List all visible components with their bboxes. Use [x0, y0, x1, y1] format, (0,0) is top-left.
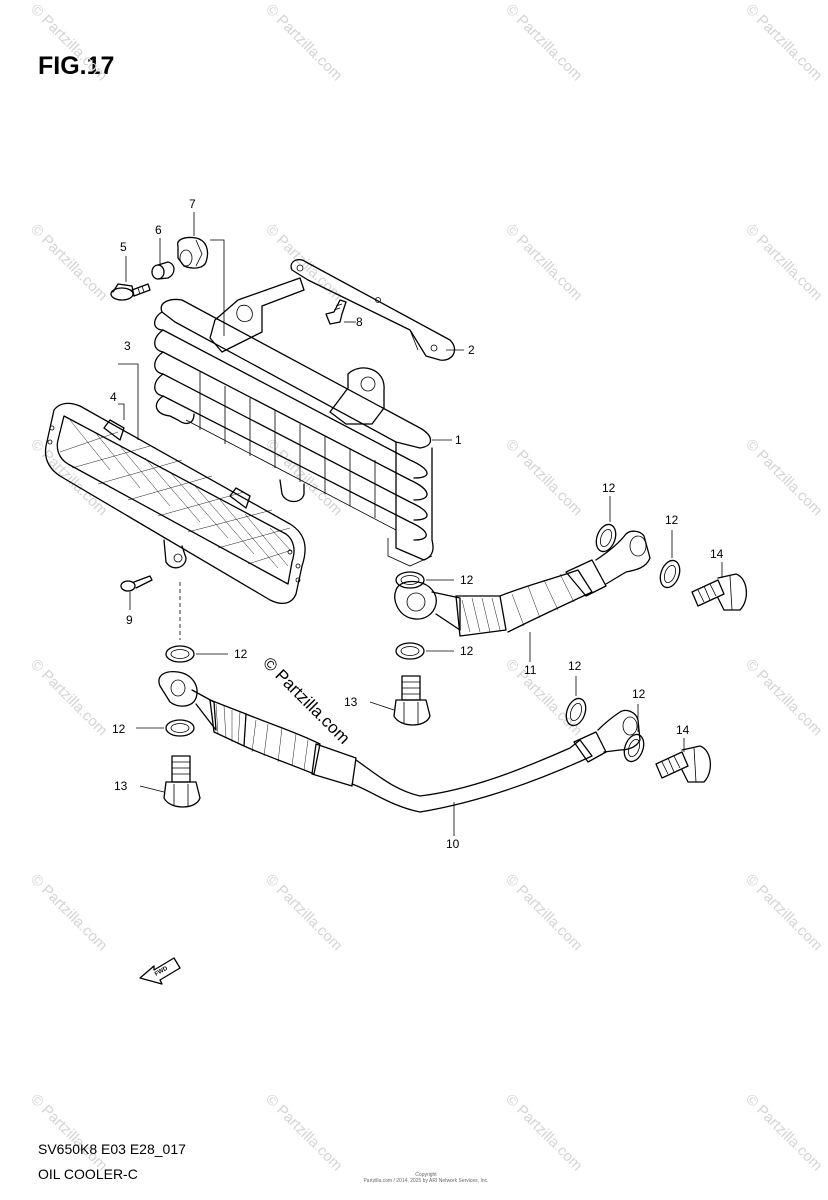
- watermark: © Partzilla.com: [27, 656, 110, 739]
- callout-3: 3: [124, 339, 131, 353]
- watermark: © Partzilla.com: [27, 871, 110, 954]
- oil-cooler-core[interactable]: [153, 277, 434, 567]
- callout-14a: 14: [710, 547, 724, 561]
- callout-8: 8: [356, 315, 363, 329]
- screw-part-9[interactable]: [120, 575, 153, 592]
- callout-9: 9: [126, 613, 133, 627]
- callout-1: 1: [455, 433, 462, 447]
- callout-5: 5: [120, 240, 127, 254]
- figure-name: OIL COOLER-C: [38, 1166, 138, 1182]
- copyright-line-1: Copyright: [415, 1172, 437, 1178]
- oil-hose-upper-11[interactable]: [394, 530, 651, 637]
- callout-12g: 12: [568, 659, 582, 673]
- hose-bolts[interactable]: [655, 573, 747, 783]
- watermark: © Partzilla.com: [262, 1091, 345, 1174]
- watermark: © Partzilla.com: [262, 1, 345, 84]
- callout-12d: 12: [460, 644, 474, 658]
- watermark: © Partzilla.com: [27, 1091, 110, 1174]
- callout-12e: 12: [234, 647, 248, 661]
- bracket-part[interactable]: [290, 258, 456, 361]
- watermark: © Partzilla.com: [502, 1091, 585, 1174]
- leader-lines: [118, 212, 723, 836]
- gasket-washers[interactable]: [165, 522, 683, 764]
- oil-hose-lower-10[interactable]: [158, 670, 641, 813]
- watermark: © Partzilla.com: [742, 656, 825, 739]
- figure-code: SV650K8 E03 E28_017: [38, 1141, 186, 1157]
- callout-labels: 1 2 3 4 5 6 7 8 9 10 11 12 12 12 12 12 1…: [110, 197, 724, 851]
- callout-13a: 13: [344, 695, 358, 709]
- bolt-part-8[interactable]: [325, 299, 347, 325]
- watermark: © Partzilla.com: [27, 221, 110, 304]
- watermark: © Partzilla.com: [742, 1, 825, 84]
- watermark: © Partzilla.com: [502, 871, 585, 954]
- callout-14b: 14: [676, 723, 690, 737]
- callout-7: 7: [189, 197, 196, 211]
- forward-arrow: FWD: [139, 957, 181, 985]
- watermark: © Partzilla.com: [742, 1091, 825, 1174]
- callout-12c: 12: [460, 573, 474, 587]
- watermark: © Partzilla.com: [502, 221, 585, 304]
- callout-2: 2: [468, 343, 475, 357]
- bolt-part-5[interactable]: [110, 283, 151, 301]
- mesh-guard[interactable]: [44, 402, 306, 605]
- collar-part-6[interactable]: [151, 261, 175, 280]
- watermark: © Partzilla.com: [742, 221, 825, 304]
- callout-12a: 12: [602, 481, 616, 495]
- union-bolts[interactable]: [163, 675, 431, 808]
- callout-4: 4: [110, 390, 117, 404]
- callout-10: 10: [446, 837, 460, 851]
- watermark: © Partzilla.com: [27, 436, 110, 519]
- watermark: © Partzilla.com: [502, 436, 585, 519]
- watermark: © Partzilla.com: [262, 871, 345, 954]
- grommet-part-7[interactable]: [177, 236, 209, 269]
- callout-11: 11: [524, 663, 537, 677]
- watermark-layer: © Partzilla.com © Partzilla.com © Partzi…: [27, 1, 825, 1174]
- watermark: © Partzilla.com: [502, 1, 585, 84]
- callout-12f: 12: [112, 722, 126, 736]
- copyright-line-2: Partzilla.com / 2014, 2025 by ARI Networ…: [363, 1178, 489, 1184]
- callout-6: 6: [155, 223, 162, 237]
- callout-13b: 13: [114, 779, 128, 793]
- figure-title: FIG.17: [38, 52, 115, 80]
- callout-12h: 12: [632, 687, 646, 701]
- watermark-center: © Partzilla.com: [259, 653, 353, 747]
- watermark: © Partzilla.com: [742, 871, 825, 954]
- copyright-notice: Copyright Partzilla.com / 2014, 2025 by …: [356, 1172, 496, 1184]
- callout-12b: 12: [665, 513, 679, 527]
- watermark: © Partzilla.com: [27, 1, 110, 84]
- watermark: © Partzilla.com: [742, 436, 825, 519]
